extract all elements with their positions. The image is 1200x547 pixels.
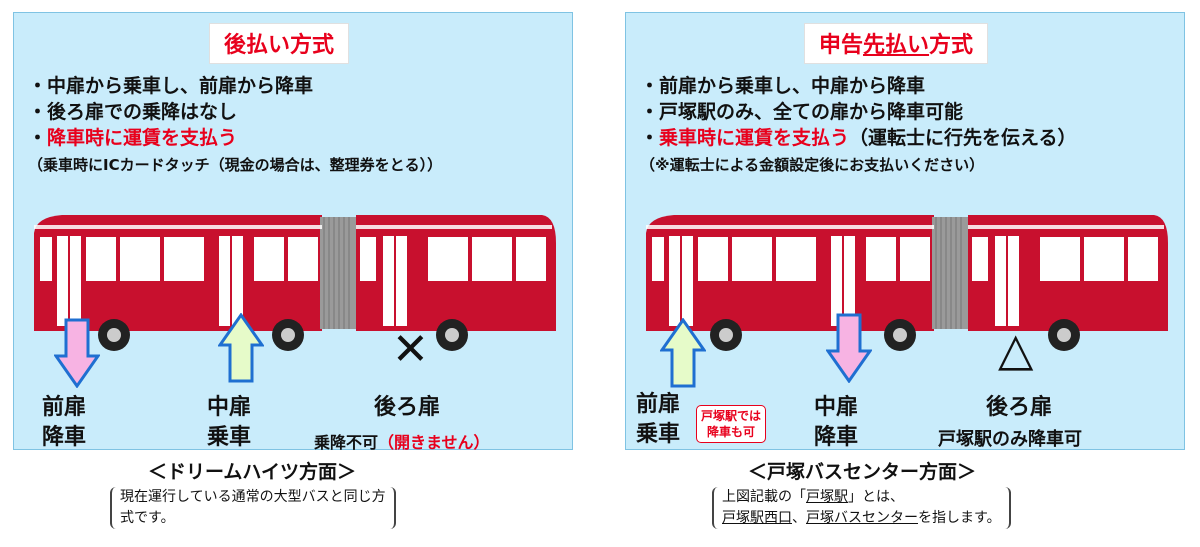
bus-wheels — [710, 319, 1080, 351]
left-rule-2: ・後ろ扉での乗降はなし — [28, 101, 238, 123]
left-direction: ＜ドリームハイツ方面＞ — [148, 461, 357, 483]
left-middle-arrow-up-icon — [218, 313, 264, 383]
right-direction: ＜戸塚バスセンター方面＞ — [748, 461, 977, 483]
bus-doors — [667, 234, 1021, 328]
right-middle-arrow-down-icon — [826, 313, 872, 383]
left-explanation: 現在運行している通常の大型バスと同じ方 式です。 — [110, 487, 396, 529]
right-front-arrow-up-icon — [660, 318, 706, 388]
right-bus-illustration — [646, 215, 1168, 351]
right-note: （※運転士による金額設定後にお支払いください） — [640, 156, 985, 174]
left-rear-door-sub: 乗降不可（開きません） — [314, 433, 490, 452]
left-note: （乗車時にICカードタッチ（現金の場合は、整理券をとる）） — [28, 156, 443, 174]
right-rear-door-sub: 戸塚駅のみ降車可 — [938, 429, 1082, 450]
left-rule-3: ・降車時に運賃を支払う — [28, 127, 238, 149]
bus-wheels — [98, 319, 468, 351]
right-rule-3: ・乗車時に運賃を支払う（運転士に行先を伝える） — [640, 127, 1077, 149]
left-rear-door-label: 後ろ扉 — [374, 395, 441, 420]
right-rear-triangle-icon: △ — [998, 322, 1034, 376]
left-rule-1: ・中扉から乗車し、前扉から降車 — [28, 75, 314, 97]
right-front-door-label: 前扉 乗車 — [636, 392, 681, 447]
bus-windows — [40, 237, 546, 281]
right-rule-2: ・戸塚駅のみ、全ての扉から降車可能 — [640, 101, 964, 123]
right-middle-door-label: 中扉 降車 — [814, 395, 859, 450]
left-bus-illustration — [34, 215, 556, 351]
right-explanation: 上図記載の「戸塚駅」とは、 戸塚駅西口、戸塚バスセンターを指します。 — [712, 487, 1011, 529]
right-panel-prepay: 申告先払い方式 ・前扉から乗車し、中扉から降車 ・戸塚駅のみ、全ての扉から降車可… — [625, 12, 1185, 450]
left-title-text: 後払い方式 — [224, 33, 335, 58]
left-rules: ・中扉から乗車し、前扉から降車 ・後ろ扉での乗降はなし ・降車時に運賃を支払う … — [28, 73, 442, 177]
right-title: 申告先払い方式 — [804, 23, 989, 64]
left-title: 後払い方式 — [209, 23, 350, 64]
left-rear-cross-icon: ✕ — [392, 324, 429, 375]
right-rule-1: ・前扉から乗車し、中扉から降車 — [640, 75, 926, 97]
right-rear-door-label: 後ろ扉 — [986, 395, 1053, 420]
right-rules: ・前扉から乗車し、中扉から降車 ・戸塚駅のみ、全ての扉から降車可能 ・乗車時に運… — [640, 73, 1076, 177]
right-front-door-note: 戸塚駅では 降車も可 — [696, 405, 767, 443]
left-panel-postpay: 後払い方式 ・中扉から乗車し、前扉から降車 ・後ろ扉での乗降はなし ・降車時に運… — [13, 12, 573, 452]
bus-windows — [652, 237, 1158, 281]
left-front-door-label: 前扉 降車 — [42, 395, 87, 450]
left-middle-door-label: 中扉 乗車 — [207, 395, 252, 450]
bus-doors — [55, 234, 409, 328]
left-front-arrow-down-icon — [54, 318, 100, 388]
